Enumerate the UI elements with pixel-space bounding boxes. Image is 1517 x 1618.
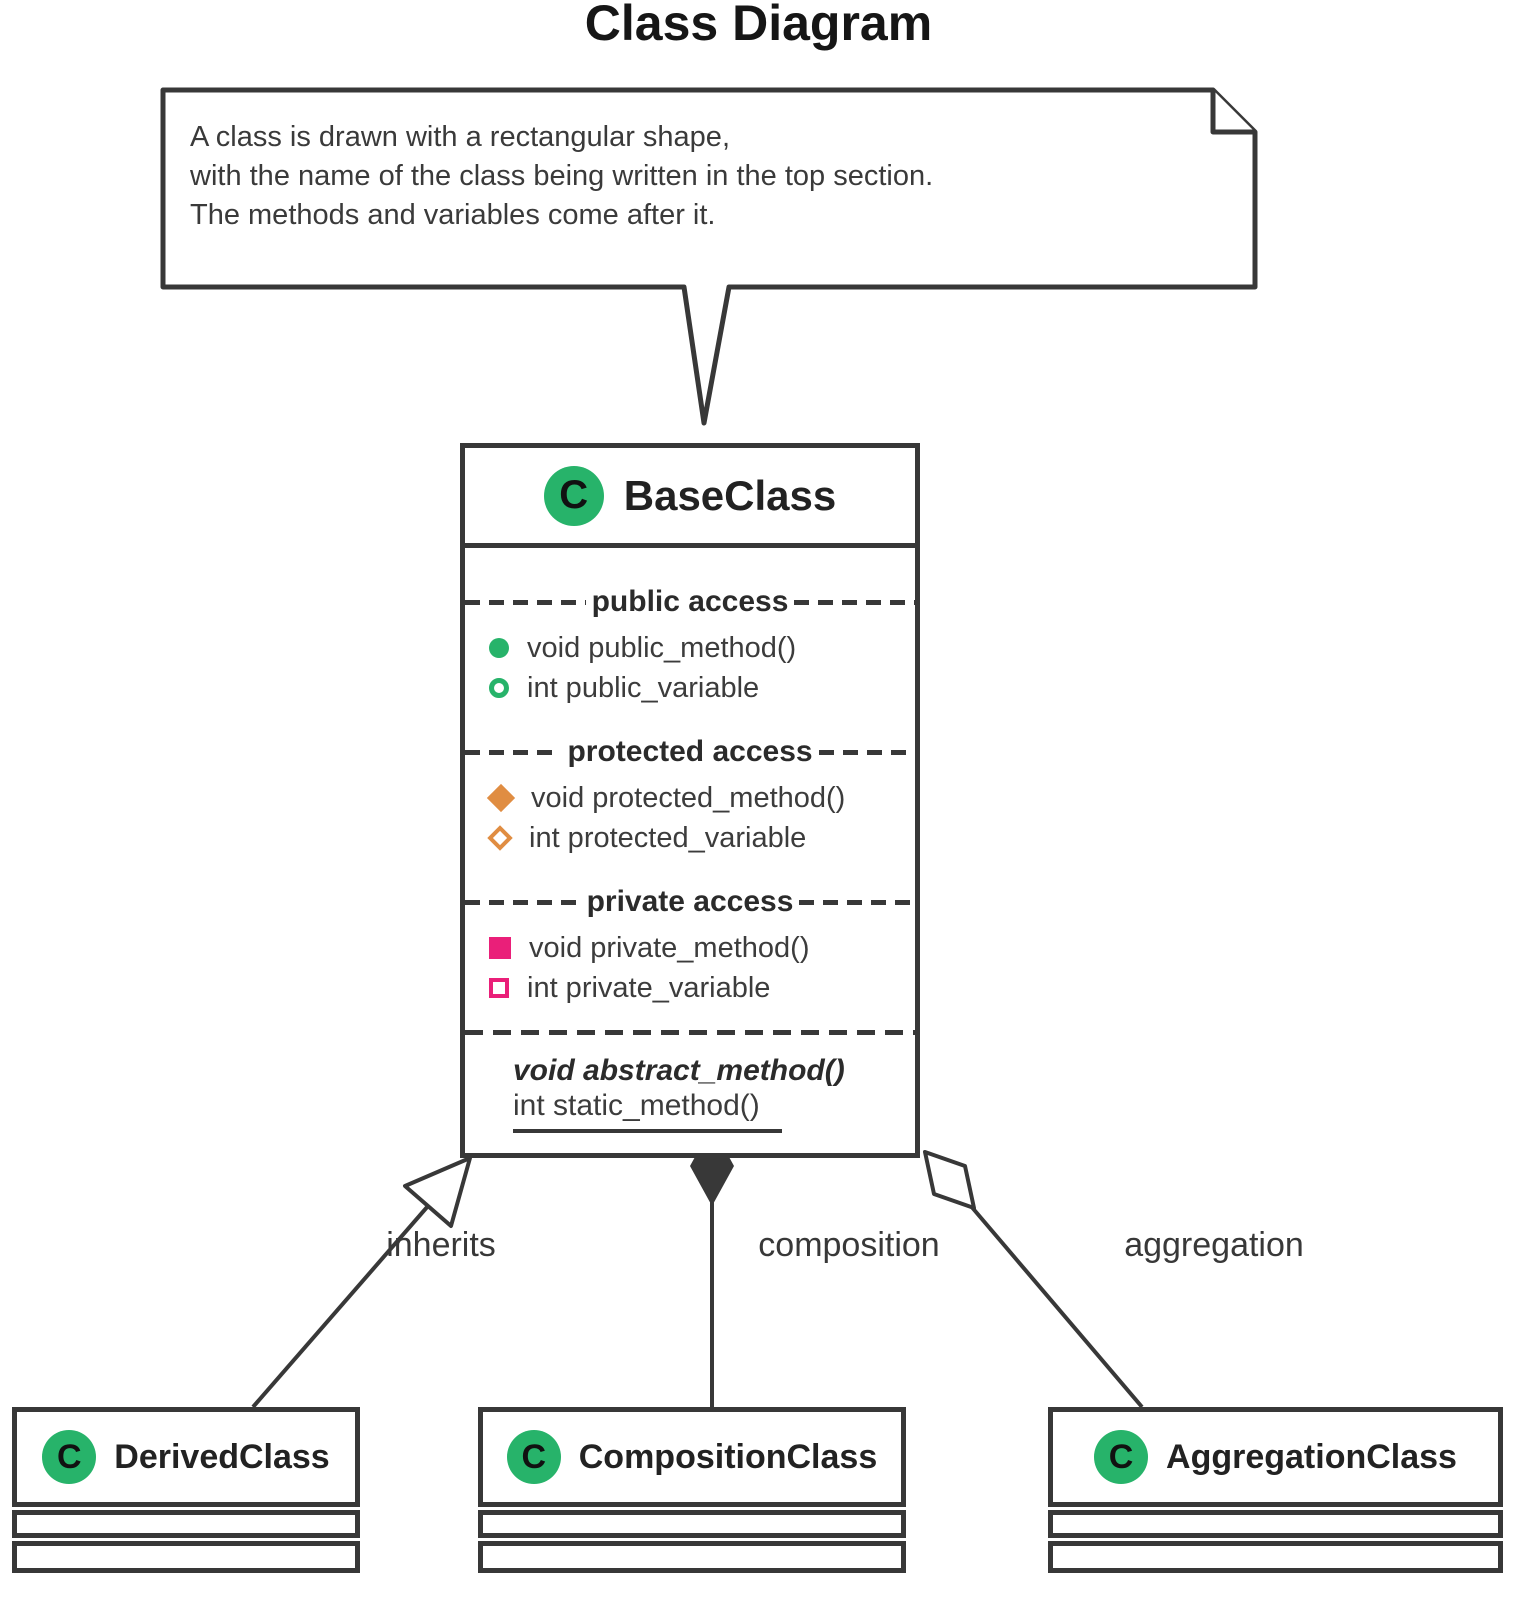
- aggregation-diamond-icon: [923, 1150, 976, 1210]
- member-text: int public_variable: [527, 671, 760, 704]
- empty-compartment: [12, 1541, 360, 1573]
- inheritance-line: [251, 1204, 430, 1409]
- protected-method-icon: [486, 783, 516, 813]
- relationship-label-aggregation: aggregation: [1124, 1226, 1304, 1264]
- class-badge-icon: C: [42, 1430, 97, 1484]
- class-badge-icon: C: [1094, 1430, 1149, 1484]
- composition-class-header: C CompositionClass: [478, 1407, 906, 1507]
- section-label: private access: [586, 885, 794, 918]
- composition-class-name: CompositionClass: [578, 1437, 878, 1476]
- member-text: int private_variable: [527, 971, 771, 1004]
- aggregation-class-header: C AggregationClass: [1048, 1407, 1503, 1507]
- member-row: void public_method(): [465, 628, 915, 668]
- base-class-box: C BaseClass public access void public_me…: [460, 443, 920, 1158]
- member-text: void public_method(): [527, 631, 797, 664]
- derived-class-header: C DerivedClass: [12, 1407, 360, 1507]
- dashed-separator: [465, 1030, 915, 1035]
- member-text: int protected_variable: [529, 821, 807, 854]
- member-row: void protected_method(): [465, 778, 915, 818]
- inheritance-arrow-icon: [403, 1156, 472, 1228]
- section-header-public: public access: [465, 584, 915, 620]
- note-text-line: The methods and variables come after it.: [190, 199, 716, 231]
- member-row: void private_method(): [465, 928, 915, 968]
- class-badge-icon: C: [506, 1430, 561, 1484]
- empty-compartment: [1048, 1510, 1503, 1538]
- protected-variable-icon: [487, 825, 513, 851]
- empty-compartment: [12, 1510, 360, 1538]
- member-row: int private_variable: [465, 968, 915, 1008]
- aggregation-class-name: AggregationClass: [1166, 1437, 1457, 1476]
- base-class-name: BaseClass: [623, 471, 837, 519]
- dashed-rule: [465, 749, 562, 755]
- static-method-text: int static_method(): [513, 1089, 782, 1133]
- note-text-line: A class is drawn with a rectangular shap…: [190, 121, 730, 153]
- section-label: public access: [591, 585, 789, 618]
- note-text-line: with the name of the class being written…: [190, 160, 934, 192]
- dashed-rule: [818, 749, 916, 755]
- relationship-label-inherits: inherits: [386, 1226, 496, 1264]
- base-class-header: C BaseClass: [465, 448, 915, 548]
- section-header-private: private access: [465, 884, 916, 920]
- page-title: Class Diagram: [584, 0, 933, 51]
- class-badge-icon: C: [543, 465, 604, 526]
- note-fold-icon: [1210, 90, 1255, 135]
- derived-class-box: C DerivedClass: [12, 1407, 360, 1573]
- static-method-row: int static_method(): [465, 1089, 915, 1133]
- derived-class-name: DerivedClass: [114, 1437, 330, 1476]
- aggregation-line: [968, 1203, 1144, 1409]
- public-method-icon: [489, 638, 509, 658]
- aggregation-class-box: C AggregationClass: [1048, 1407, 1503, 1573]
- private-method-icon: [489, 937, 511, 959]
- relationship-label-composition: composition: [758, 1226, 940, 1264]
- dashed-rule: [465, 899, 581, 905]
- dashed-rule: [799, 899, 916, 905]
- composition-class-box: C CompositionClass: [478, 1407, 906, 1573]
- dashed-rule: [794, 599, 915, 605]
- dashed-rule: [465, 599, 586, 605]
- public-variable-icon: [489, 678, 509, 698]
- section-header-protected: protected access: [465, 734, 916, 770]
- note: A class is drawn with a rectangular shap…: [190, 118, 933, 235]
- member-row: int protected_variable: [465, 818, 915, 858]
- member-text: void private_method(): [529, 931, 810, 964]
- empty-compartment: [478, 1541, 906, 1573]
- private-variable-icon: [489, 978, 509, 998]
- section-label: protected access: [567, 735, 813, 768]
- abstract-method-row: void abstract_method(): [513, 1054, 845, 1087]
- empty-compartment: [1048, 1541, 1503, 1573]
- member-text: void protected_method(): [531, 781, 846, 814]
- member-row: int public_variable: [465, 668, 915, 708]
- empty-compartment: [478, 1510, 906, 1538]
